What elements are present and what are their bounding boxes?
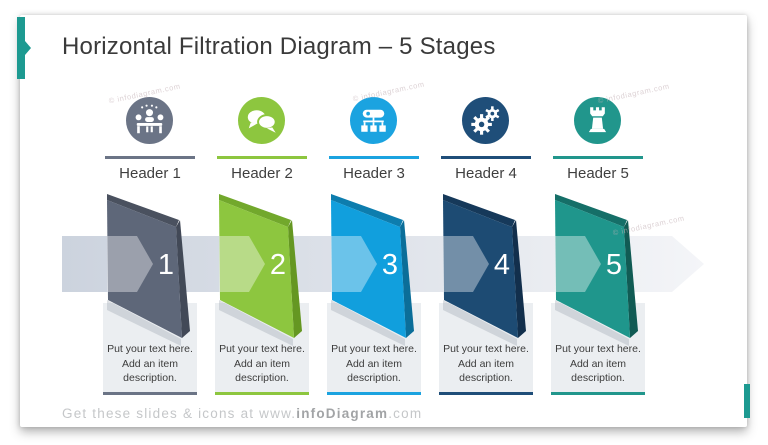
stage-3-panel-3d: 3 [331,194,414,346]
stage-2-icon-circle [238,97,285,144]
stage-column-3: Header 3 Put your text here. Add an item… [314,15,434,427]
stage-column-1: Header 1 Put your text here. Add an item… [90,15,210,427]
stage-3-number: 3 [382,249,398,281]
footer-prefix: Get these slides & icons at www. [62,406,297,421]
chess-rook-icon [588,107,607,133]
stage-1-panel-3d: 1 [107,194,190,346]
stage-5-icon-circle [574,97,621,144]
slide-accent-left [17,17,31,79]
stage-5-header: Header 5 [567,165,629,182]
stage-4-panel-3d: 4 [443,194,526,346]
stage-5-header-line [553,156,643,159]
slide-accent-right [744,384,750,418]
stage-4-number: 4 [494,249,510,281]
gears-icon [471,106,500,135]
footer-brand: infoDiagram [296,406,389,421]
stage-3-header: Header 3 [343,165,405,182]
stage-1-description: Put your text here. Add an item descript… [107,342,193,385]
footer-credit: Get these slides & icons at www.infoDiag… [62,406,422,421]
stage-1-header-line [105,156,195,159]
stage-3-icon-circle [350,97,397,144]
stage-5-panel-3d: 5 [555,194,638,346]
stage-4-header: Header 4 [455,165,517,182]
stage-4-header-line [441,156,531,159]
stage-1-header: Header 1 [119,165,181,182]
stage-2-number: 2 [270,249,286,281]
stage-2-header: Header 2 [231,165,293,182]
org-chart-icon [361,109,386,132]
stage-2-header-line [217,156,307,159]
stage-column-5: Header 5 Put your text here. Add an item… [538,15,658,427]
stage-4-box-line [439,392,533,395]
stage-4-description: Put your text here. Add an item descript… [443,342,529,385]
stage-1-number: 1 [158,249,174,281]
stage-5-description: Put your text here. Add an item descript… [555,342,641,385]
stage-1-icon-circle [126,97,173,144]
page-title: Horizontal Filtration Diagram – 5 Stages [62,33,496,60]
stage-column-4: Header 4 Put your text here. Add an item… [426,15,546,427]
stage-1-box-line [103,392,197,395]
stage-4-icon-circle [462,97,509,144]
stage-2-description: Put your text here. Add an item descript… [219,342,305,385]
stage-column-2: Header 2 Put your text here. Add an item… [202,15,322,427]
stage-2-box-line [215,392,309,395]
stage-5-box-line [551,392,645,395]
discussion-icon [247,110,277,133]
meeting-icon [135,104,164,134]
stage-2-panel-3d: 2 [219,194,302,346]
footer-suffix: .com [388,406,423,421]
stage-5-number: 5 [606,249,622,281]
stage-3-box-line [327,392,421,395]
stage-3-header-line [329,156,419,159]
stage-3-description: Put your text here. Add an item descript… [331,342,417,385]
slide: Horizontal Filtration Diagram – 5 Stages… [20,15,747,427]
